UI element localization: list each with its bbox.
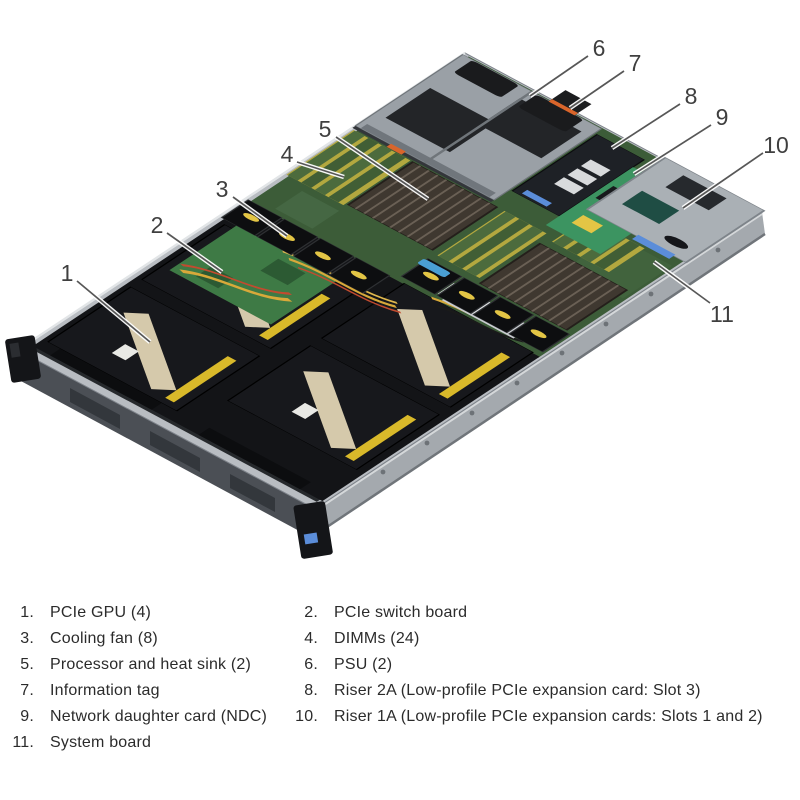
- legend-column-right: 2. PCIe switch board 4. DIMMs (24) 6. PS…: [284, 600, 800, 730]
- side-wall-screws: [380, 247, 721, 475]
- svg-text:5: 5: [319, 116, 332, 142]
- callout-10: 10: [682, 132, 789, 209]
- callout-4: 4: [281, 141, 345, 178]
- cooling-fan: [508, 315, 571, 353]
- legend-item-label: Riser 1A (Low-profile PCIe expansion car…: [334, 708, 763, 725]
- psu-handles: [454, 61, 583, 132]
- side-wall-bottom-lip: [317, 232, 766, 535]
- callout-8: 8: [611, 83, 698, 149]
- legend-column-left: 1. PCIe GPU (4) 3. Cooling fan (8) 5. Pr…: [0, 600, 284, 756]
- legend-item-6: 6. PSU (2): [284, 652, 800, 678]
- legend-item-label: Network daughter card (NDC): [50, 708, 268, 725]
- pcie-switch-board: [169, 225, 338, 325]
- side-wall-top-lip: [314, 213, 763, 512]
- cooling-fan: [220, 199, 283, 237]
- legend-item-11: 11. System board: [0, 730, 284, 756]
- cooling-fan: [328, 257, 391, 294]
- legend-item-1: 1. PCIe GPU (4): [0, 600, 284, 626]
- riser-latch-blue: [632, 234, 676, 259]
- legend-item-number: 10.: [295, 708, 318, 725]
- cooling-fan: [472, 296, 535, 334]
- intel-badge: [303, 532, 319, 545]
- legend-item-number: 4.: [304, 630, 318, 647]
- legend-item-number: 6.: [304, 656, 318, 673]
- callout-6: 6: [529, 35, 606, 97]
- legend-item-2: 2. PCIe switch board: [284, 600, 800, 626]
- cooling-fan: [436, 277, 499, 314]
- legend-item-5: 5. Processor and heat sink (2): [0, 652, 284, 678]
- svg-text:9: 9: [716, 104, 729, 130]
- cooling-fan: [292, 237, 355, 275]
- legend-item-number: 8.: [304, 682, 318, 699]
- information-tag: [548, 90, 592, 116]
- legend-item-3: 3. Cooling fan (8): [0, 626, 284, 652]
- gpu-front-brackets: [50, 348, 311, 490]
- front-wall-slot: [150, 431, 200, 472]
- front-wall-slot: [70, 388, 120, 429]
- legend-item-number: 2.: [304, 604, 318, 621]
- cooling-fan-bank-near: [400, 258, 571, 353]
- server-internals-diagram: 1 2 3 4 5 6 7 8: [5, 35, 789, 559]
- dimm-bank-2: [437, 210, 547, 278]
- callouts: 1 2 3 4 5 6 7 8: [61, 35, 789, 344]
- riser-1a-cage: [585, 156, 766, 264]
- legend-item-label: PCIe GPU (4): [50, 604, 152, 621]
- mounting-ear-right: [293, 501, 333, 559]
- legend-item-label: PCIe switch board: [334, 604, 468, 621]
- svg-text:8: 8: [685, 83, 698, 109]
- gpu-card-1: [47, 286, 261, 412]
- legend-item-label: PSU (2): [334, 656, 393, 673]
- legend-item-label: Riser 2A (Low-profile PCIe expansion car…: [334, 682, 701, 699]
- svg-text:11: 11: [710, 301, 734, 327]
- svg-text:10: 10: [763, 132, 789, 158]
- legend-item-number: 9.: [20, 708, 34, 725]
- legend-item-9: 9. Network daughter card (NDC): [0, 704, 284, 730]
- callout-2: 2: [151, 212, 223, 273]
- front-wall-slot: [230, 474, 275, 512]
- legend-item-number: 7.: [20, 682, 34, 699]
- cooling-fan-bank-far: [220, 199, 391, 294]
- gpu-card-4: [320, 282, 534, 408]
- legend-item-number: 1.: [20, 604, 34, 621]
- callout-7: 7: [569, 50, 642, 109]
- callout-9: 9: [633, 104, 729, 175]
- callout-1: 1: [61, 260, 151, 343]
- mounting-ear-left: [5, 335, 41, 383]
- legend-item-number: 3.: [20, 630, 34, 647]
- svg-text:4: 4: [281, 141, 294, 167]
- legend-item-10: 10. Riser 1A (Low-profile PCIe expansion…: [284, 704, 800, 730]
- svg-text:1: 1: [61, 260, 74, 286]
- legend-item-label: DIMMs (24): [334, 630, 420, 647]
- legend-item-label: Processor and heat sink (2): [50, 656, 252, 673]
- callout-3: 3: [216, 176, 288, 237]
- legend-item-label: Information tag: [50, 682, 160, 699]
- callout-11: 11: [653, 261, 734, 327]
- svg-text:2: 2: [151, 212, 164, 238]
- blue-touch-latch: [417, 259, 451, 278]
- legend-item-label: Cooling fan (8): [50, 630, 158, 647]
- svg-text:6: 6: [593, 35, 606, 61]
- cooling-fan: [400, 258, 463, 295]
- legend-item-4: 4. DIMMs (24): [284, 626, 800, 652]
- legend-item-number: 11.: [12, 734, 34, 751]
- legend-item-number: 5.: [20, 656, 34, 673]
- legend-item-8: 8. Riser 2A (Low-profile PCIe expansion …: [284, 678, 800, 704]
- callout-5: 5: [319, 116, 429, 200]
- svg-text:7: 7: [629, 50, 642, 76]
- cpu-heatsink-1: [346, 161, 499, 251]
- svg-text:3: 3: [216, 176, 229, 202]
- legend-item-7: 7. Information tag: [0, 678, 284, 704]
- gpu-card-3: [226, 345, 441, 471]
- legend-item-label: System board: [50, 734, 152, 751]
- cpu-heatsink-2: [478, 242, 629, 331]
- psu-unit: [352, 54, 603, 203]
